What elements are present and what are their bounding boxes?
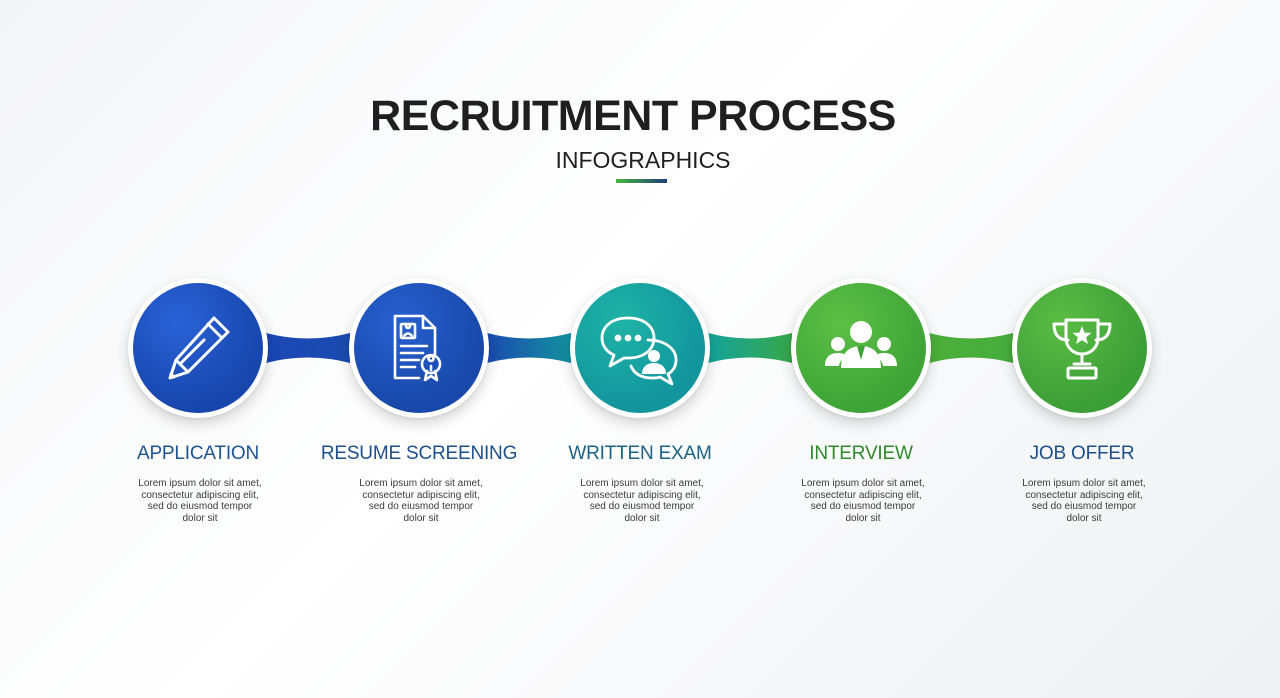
- people-group-icon: [825, 321, 897, 368]
- step-label-written-exam: WRITTEN EXAM: [568, 443, 712, 464]
- page-title: RECRUITMENT PROCESS: [370, 92, 896, 140]
- chat-bubbles-icon: [600, 316, 678, 386]
- connector-1-2: [266, 333, 350, 363]
- page-subtitle: INFOGRAPHICS: [555, 147, 731, 173]
- step-description-job-offer: Lorem ipsum dolor sit amet, consectetur …: [1022, 478, 1146, 524]
- step-label-job-offer: JOB OFFER: [1029, 443, 1135, 464]
- connector-2-3: [487, 333, 571, 363]
- trophy-icon: [1052, 318, 1112, 380]
- step-written-exam: [570, 278, 710, 418]
- step-job-offer: [1012, 278, 1152, 418]
- step-label-resume-screening: RESUME SCREENING: [320, 443, 518, 464]
- step-application: [128, 278, 268, 418]
- connector-3-4: [708, 333, 792, 363]
- step-label-application: APPLICATION: [136, 443, 260, 464]
- pencil-icon: [168, 316, 230, 380]
- step-description-resume-screening: Lorem ipsum dolor sit amet, consectetur …: [359, 478, 483, 524]
- step-resume-screening: [349, 278, 489, 418]
- title-underline: [616, 179, 667, 183]
- step-description-written-exam: Lorem ipsum dolor sit amet, consectetur …: [580, 478, 704, 524]
- connector-4-5: [929, 333, 1013, 363]
- step-description-application: Lorem ipsum dolor sit amet, consectetur …: [138, 478, 262, 524]
- step-label-interview: INTERVIEW: [809, 443, 913, 464]
- step-description-interview: Lorem ipsum dolor sit amet, consectetur …: [801, 478, 925, 524]
- step-interview: [791, 278, 931, 418]
- resume-document-icon: [393, 314, 442, 382]
